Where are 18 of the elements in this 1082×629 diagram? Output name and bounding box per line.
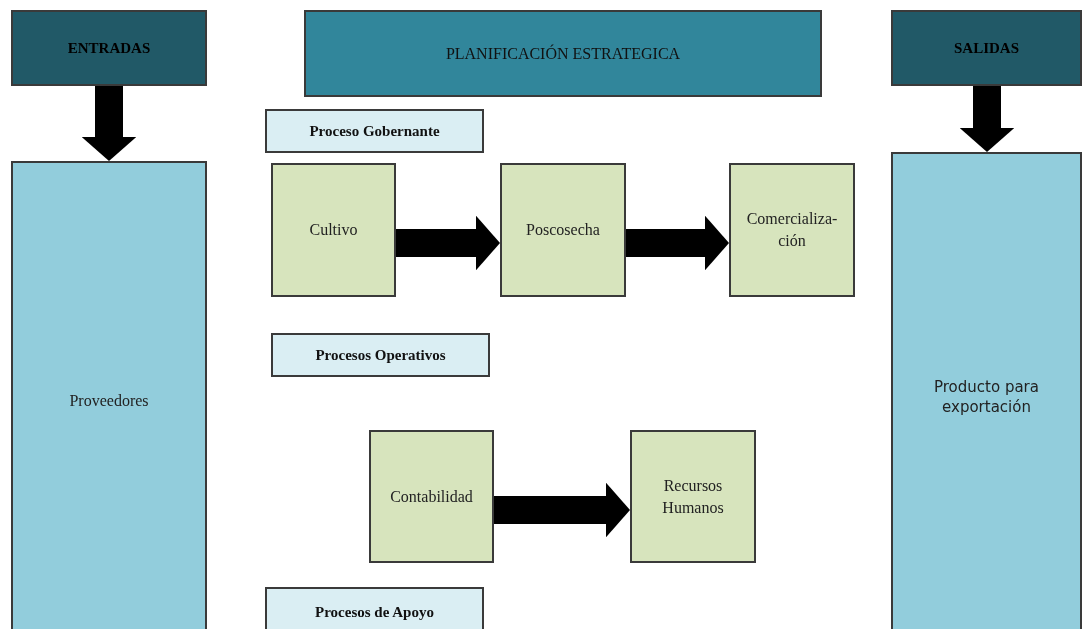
header-box: ENTRADAS	[11, 10, 207, 86]
process-box: Cultivo	[271, 163, 396, 297]
title-banner: PLANIFICACIÓN ESTRATEGICA	[304, 10, 822, 97]
section-label-box: Procesos de Apoyo	[265, 587, 484, 629]
block-arrow	[626, 215, 729, 271]
block-arrow	[81, 86, 137, 161]
block-arrow	[494, 482, 630, 538]
process-box: Recursos Humanos	[630, 430, 756, 563]
block-arrow	[396, 215, 500, 271]
column-panel: Proveedores	[11, 161, 207, 629]
process-box: Contabilidad	[369, 430, 494, 563]
section-label-box: Proceso Gobernante	[265, 109, 484, 153]
process-box: Comercializa-ción	[729, 163, 855, 297]
block-arrow	[959, 86, 1015, 152]
header-box: SALIDAS	[891, 10, 1082, 86]
column-panel: Producto para exportación	[891, 152, 1082, 629]
section-label-box: Procesos Operativos	[271, 333, 490, 377]
process-box: Poscosecha	[500, 163, 626, 297]
